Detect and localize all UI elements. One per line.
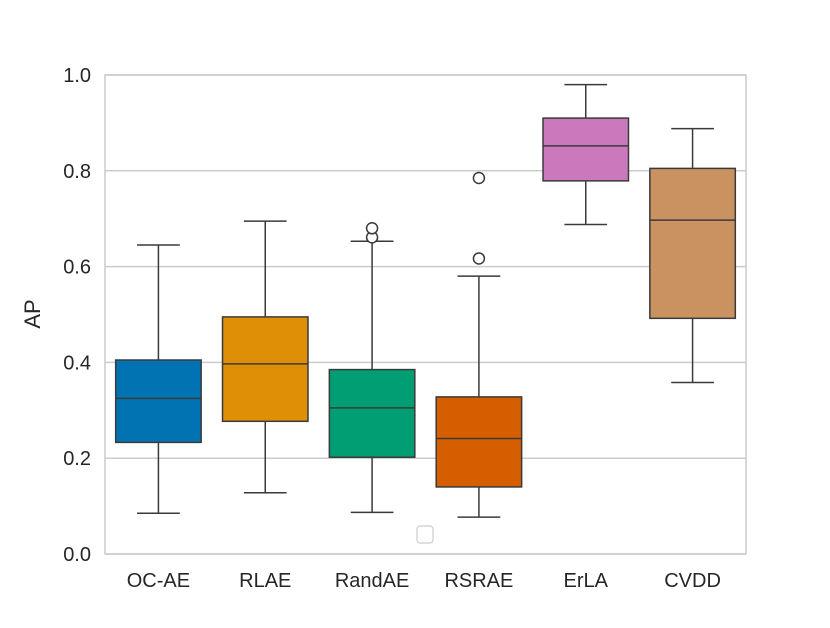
x-tick-label: RLAE xyxy=(239,570,291,592)
legend-empty xyxy=(416,525,434,544)
x-tick-label: OC-AE xyxy=(127,570,190,592)
box-rlae xyxy=(221,220,309,494)
iqr-box xyxy=(435,396,523,488)
iqr-box xyxy=(114,359,202,444)
iqr-box xyxy=(221,316,309,423)
y-axis-title: AP xyxy=(20,299,45,328)
box-randae xyxy=(328,222,416,514)
y-tick-label: 0.8 xyxy=(63,161,91,183)
box-erla xyxy=(542,83,630,226)
boxes xyxy=(114,83,737,518)
x-tick-label: ErLA xyxy=(564,570,609,592)
plot-frame xyxy=(104,74,747,555)
y-tick-labels: 0.0 0.2 0.4 0.6 0.8 1.0 xyxy=(63,65,91,566)
iqr-box xyxy=(328,368,416,458)
outlier-point xyxy=(472,252,486,265)
y-tick-label: 0.4 xyxy=(63,352,91,374)
iqr-box xyxy=(542,117,630,182)
box-rsrae xyxy=(435,171,523,518)
iqr-box xyxy=(649,167,737,320)
y-tick-label: 0.6 xyxy=(63,257,91,279)
x-tick-label: CVDD xyxy=(664,570,721,592)
outlier-point xyxy=(472,171,486,185)
outlier-point xyxy=(365,222,379,235)
box-cvdd xyxy=(649,127,737,384)
y-tick-label: 0.0 xyxy=(63,544,91,566)
y-tick-label: 0.2 xyxy=(63,448,91,470)
box-oc-ae xyxy=(114,244,202,515)
x-tick-labels: OC-AE RLAE RandAE RSRAE ErLA CVDD xyxy=(127,570,721,592)
x-tick-label: RandAE xyxy=(335,570,410,592)
y-tick-label: 1.0 xyxy=(63,65,91,87)
x-tick-label: RSRAE xyxy=(444,570,513,592)
